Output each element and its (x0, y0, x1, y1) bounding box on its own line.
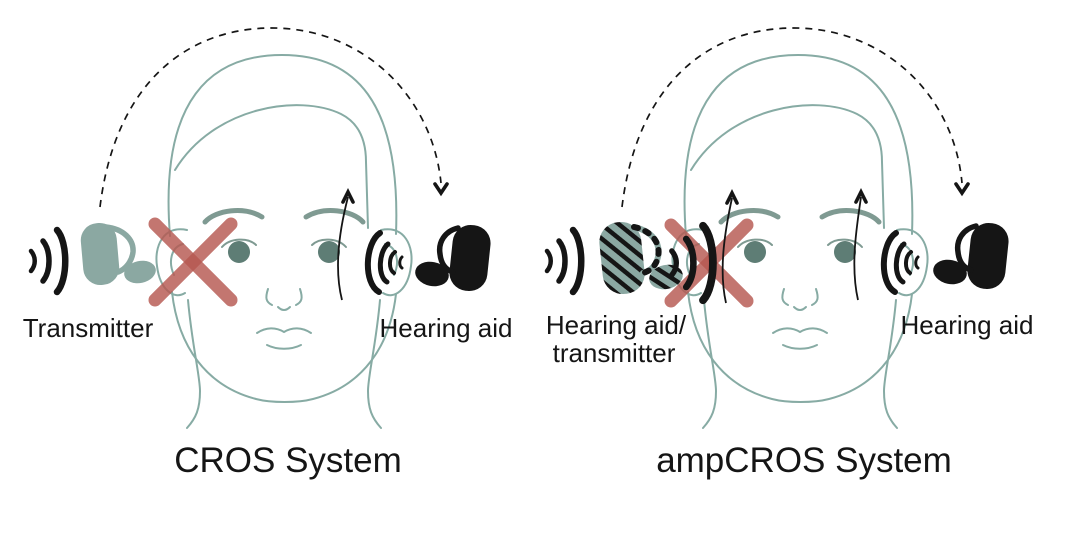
hearing-aid-transmitter-label-line1: Hearing aid/ (546, 310, 687, 340)
hearing-aid-device (413, 223, 492, 293)
sound-waves-icon (547, 230, 581, 292)
transmitter-tube (103, 224, 136, 275)
panel-ampcros: Hearing aid/ transmitter Hearing aid amp… (546, 27, 1034, 480)
transmitter-device (80, 222, 156, 286)
panel-title: ampCROS System (656, 441, 952, 480)
transmitter-body (80, 222, 120, 286)
panel-title: CROS System (174, 441, 402, 480)
up-arrowhead-icon (341, 187, 355, 204)
signal-arc-arrowhead-icon (954, 182, 970, 197)
sound-direction-arrow (337, 196, 349, 301)
hearing-aid-transmitter-label-line2: transmitter (553, 338, 676, 368)
sound-waves-icon (31, 230, 65, 292)
hearing-aid-label: Hearing aid (380, 313, 513, 343)
hearing-aid-transmitter-device (599, 221, 683, 295)
transmitter-earpiece (124, 260, 156, 284)
up-arrowhead-icon (725, 188, 739, 205)
over-head-signal-arc (621, 27, 963, 208)
sound-direction-arrow-left (721, 197, 733, 304)
up-arrowhead-icon (854, 187, 868, 204)
hearing-aid-device (931, 221, 1010, 291)
hearing-aid-label: Hearing aid (901, 310, 1034, 340)
face-illustration (156, 55, 411, 428)
hearing-aid-transmitter-body (599, 221, 645, 295)
hearing-aid-transmitter-tube-stripes (631, 224, 662, 276)
transmitter-label: Transmitter (23, 313, 154, 343)
sound-direction-arrow-right (853, 196, 862, 301)
panel-cros: Transmitter Hearing aid CROS System (23, 27, 513, 480)
over-head-signal-arc (99, 27, 442, 208)
crossed-out-x-icon (155, 224, 231, 300)
signal-arc-arrowhead-icon (433, 182, 449, 197)
